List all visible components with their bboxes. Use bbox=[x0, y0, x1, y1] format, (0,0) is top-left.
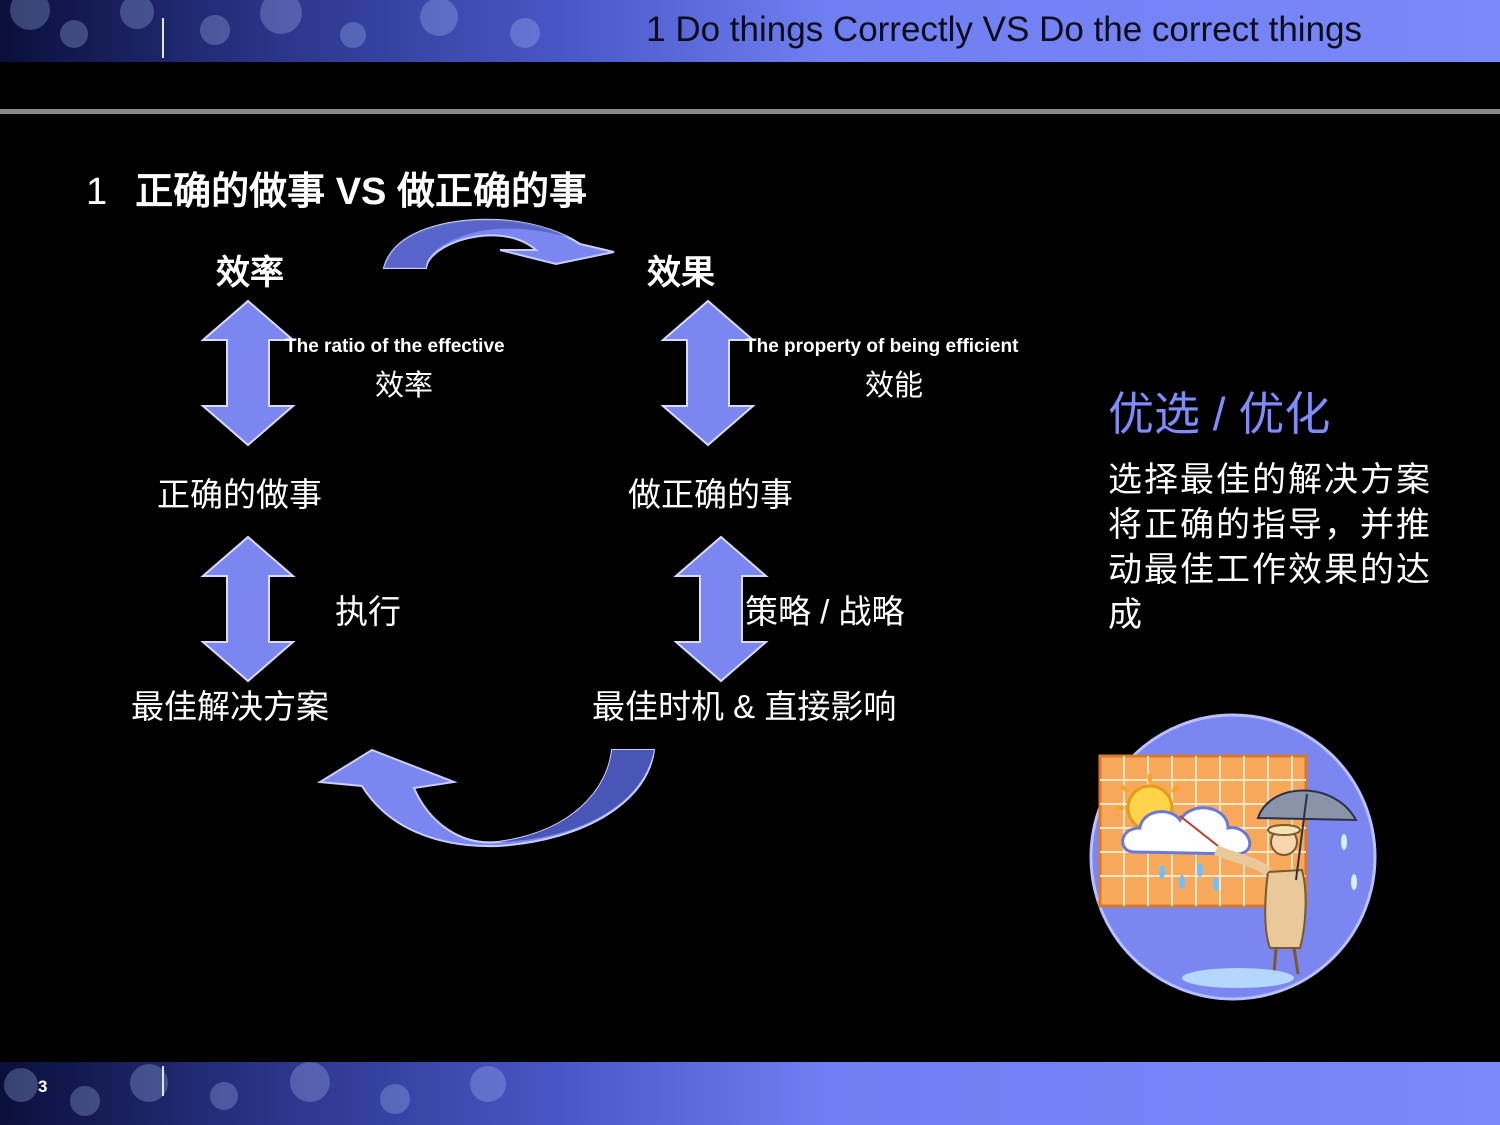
double-arrow-left-upper bbox=[200, 299, 296, 447]
execution-label: 执行 bbox=[335, 593, 401, 630]
curved-arrow-bottom bbox=[316, 748, 656, 848]
double-arrow-right-upper bbox=[660, 299, 756, 447]
weather-forecaster-illustration bbox=[1089, 713, 1377, 1001]
bokeh-decoration bbox=[10, 0, 50, 30]
optimize-title: 优选 / 优化 bbox=[1108, 388, 1331, 440]
right-definition-cn: 效能 bbox=[865, 370, 924, 402]
page-title: 1 正确的做事 VS 做正确的事 bbox=[86, 160, 587, 215]
bokeh-decoration bbox=[4, 1068, 38, 1102]
bokeh-decoration bbox=[210, 1082, 238, 1110]
left-definition-en: The ratio of the effective bbox=[285, 336, 505, 357]
best-solution-label: 最佳解决方案 bbox=[131, 688, 329, 725]
bokeh-decoration bbox=[200, 15, 230, 45]
divider-line bbox=[162, 18, 164, 58]
double-arrow-right-lower bbox=[673, 535, 769, 683]
double-arrow-left-lower bbox=[200, 535, 296, 683]
bokeh-decoration bbox=[290, 1062, 330, 1102]
divider-line bbox=[162, 1066, 164, 1096]
header-banner: 1 Do things Correctly VS Do the correct … bbox=[0, 0, 1500, 62]
bokeh-decoration bbox=[60, 20, 88, 48]
header-rule bbox=[0, 109, 1500, 114]
best-timing-label: 最佳时机 & 直接影响 bbox=[592, 688, 897, 725]
efficiency-label: 效率 bbox=[216, 254, 284, 292]
bokeh-decoration bbox=[470, 1066, 506, 1102]
bokeh-decoration bbox=[420, 0, 458, 36]
bokeh-decoration bbox=[380, 1084, 410, 1114]
strategy-label: 策略 / 战略 bbox=[745, 593, 905, 630]
page-number: 3 bbox=[38, 1077, 48, 1096]
effect-label: 效果 bbox=[647, 254, 715, 292]
right-definition-en: The property of being efficient bbox=[745, 336, 1019, 357]
optimize-description: 选择最佳的解决方案将正确的指导，并推动最佳工作效果的达成 bbox=[1108, 461, 1432, 634]
heading-number: 1 bbox=[86, 171, 108, 213]
bokeh-decoration bbox=[70, 1086, 100, 1116]
curved-arrow-top bbox=[382, 218, 615, 269]
header-title: 1 Do things Correctly VS Do the correct … bbox=[646, 10, 1362, 49]
heading-text: 正确的做事 VS 做正确的事 bbox=[135, 171, 587, 213]
bokeh-decoration bbox=[130, 1064, 168, 1102]
bokeh-decoration bbox=[510, 18, 540, 48]
bokeh-decoration bbox=[120, 0, 154, 29]
footer-banner bbox=[0, 1062, 1500, 1125]
bokeh-decoration bbox=[260, 0, 302, 34]
left-definition-cn: 效率 bbox=[375, 370, 434, 402]
bokeh-decoration bbox=[340, 22, 366, 48]
do-things-correctly-label: 正确的做事 bbox=[157, 476, 322, 513]
do-correct-things-label: 做正确的事 bbox=[628, 476, 793, 513]
